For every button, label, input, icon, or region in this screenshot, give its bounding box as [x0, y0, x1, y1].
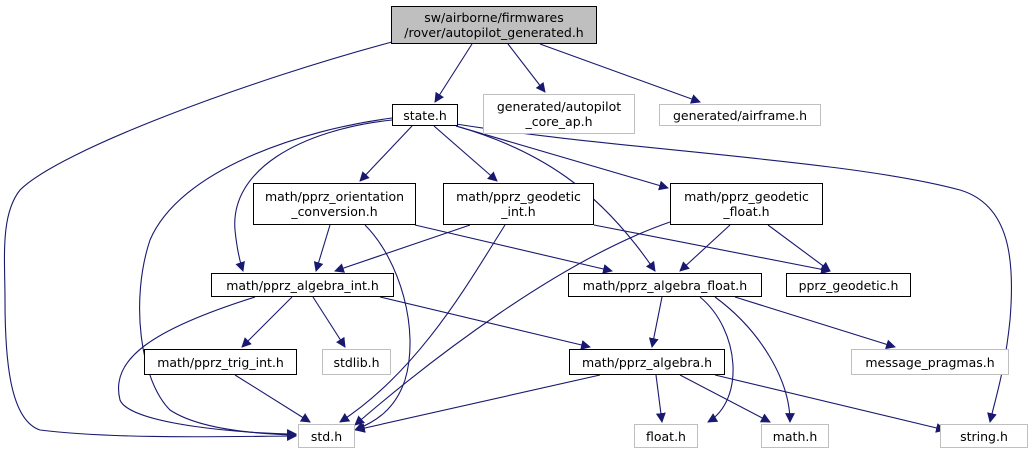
edge-root-gen-airframe [539, 43, 701, 104]
edge-state-alg-int [234, 119, 393, 272]
edge-orient-std [354, 224, 411, 432]
node-label-line: _float.h [723, 204, 770, 219]
edge-state-geod-float [455, 125, 669, 191]
edge-geod-float-geodetic [767, 224, 831, 272]
node-label-line: math/pprz_algebra.h [581, 354, 713, 370]
edge-state-std [139, 117, 393, 440]
node-gen-airframe: generated/airframe.h [659, 104, 821, 126]
edge-orient-alg-int [313, 224, 331, 272]
node-string: string.h [940, 424, 1028, 448]
node-float: float.h [634, 424, 698, 448]
node-label-line: message_pragmas.h [865, 354, 995, 370]
node-trig[interactable]: math/pprz_trig_int.h [144, 349, 297, 375]
node-label-line: /rover/autopilot_generated.h [404, 25, 584, 40]
node-label-line: _int.h [501, 204, 536, 219]
edge-state-alg-float [455, 125, 656, 272]
edge-trig-std [234, 374, 311, 423]
edge-algebra-std [355, 374, 601, 433]
edge-alg-float-math [714, 296, 795, 423]
node-label-line: std.h [310, 428, 343, 444]
node-label-line: _core_ap.h [525, 114, 593, 129]
node-label-line: _conversion.h [291, 204, 378, 219]
edge-geod-int-std [339, 224, 506, 423]
edge-algebra-math [679, 374, 771, 423]
node-geod-float[interactable]: math/pprz_geodetic_float.h [670, 183, 823, 225]
node-geod-int[interactable]: math/pprz_geodetic_int.h [443, 183, 594, 225]
node-label-line: generated/airframe.h [672, 107, 807, 123]
edge-state-geod-int [433, 125, 498, 182]
edge-alg-int-stdlib [312, 296, 346, 348]
edge-alg-float-msgprag [734, 296, 896, 350]
node-label-line: stdlib.h [333, 354, 380, 370]
node-label-line: pprz_geodetic.h [798, 277, 899, 293]
edge-root-std [3, 41, 393, 441]
edge-geod-float-alg-float [679, 224, 731, 272]
edge-algebra-float [655, 374, 666, 423]
node-label-line: state.h [403, 107, 447, 123]
node-stdlib: stdlib.h [322, 349, 391, 375]
node-label-line: math/pprz_geodetic [456, 189, 581, 204]
edge-root-gen-core [507, 43, 546, 93]
node-msgprag: message_pragmas.h [851, 349, 1009, 375]
node-alg-int[interactable]: math/pprz_algebra_int.h [211, 273, 394, 297]
edge-geod-int-alg-int [334, 224, 471, 273]
edge-geod-float-std [354, 221, 671, 426]
node-root: sw/airborne/firmwares/rover/autopilot_ge… [391, 6, 597, 44]
edge-alg-float-float [699, 296, 734, 423]
edge-alg-float-algebra [648, 296, 663, 348]
node-label-line: string.h [960, 428, 1008, 444]
node-std: std.h [298, 424, 355, 448]
node-geodetic[interactable]: pprz_geodetic.h [786, 273, 911, 297]
node-label-line: math/pprz_orientation [264, 189, 405, 204]
node-label-line: math/pprz_geodetic [684, 189, 809, 204]
edge-algebra-string [714, 374, 946, 433]
node-math: math.h [761, 424, 829, 448]
node-label-line: sw/airborne/firmwares [424, 10, 564, 25]
node-label-line: math/pprz_trig_int.h [157, 354, 284, 370]
edge-alg-int-algebra [379, 296, 591, 350]
node-label-line: math/pprz_algebra_int.h [226, 277, 379, 293]
node-algebra[interactable]: math/pprz_algebra.h [569, 349, 725, 375]
node-orient[interactable]: math/pprz_orientation_conversion.h [253, 183, 416, 225]
node-label-line: math.h [772, 428, 818, 444]
node-label-line: math/pprz_algebra_float.h [582, 277, 748, 293]
edge-alg-int-std [118, 296, 297, 439]
node-gen-core: generated/autopilot_core_ap.h [483, 94, 635, 134]
node-label-line: generated/autopilot [496, 99, 622, 114]
edge-geod-int-geodetic [593, 224, 831, 275]
node-label-line: float.h [646, 428, 686, 444]
node-alg-float[interactable]: math/pprz_algebra_float.h [568, 273, 762, 297]
edge-root-state [434, 43, 473, 103]
edge-state-orient [359, 125, 413, 182]
edge-alg-int-trig [241, 296, 293, 348]
edge-orient-alg-float [414, 224, 613, 274]
node-state[interactable]: state.h [392, 104, 458, 126]
